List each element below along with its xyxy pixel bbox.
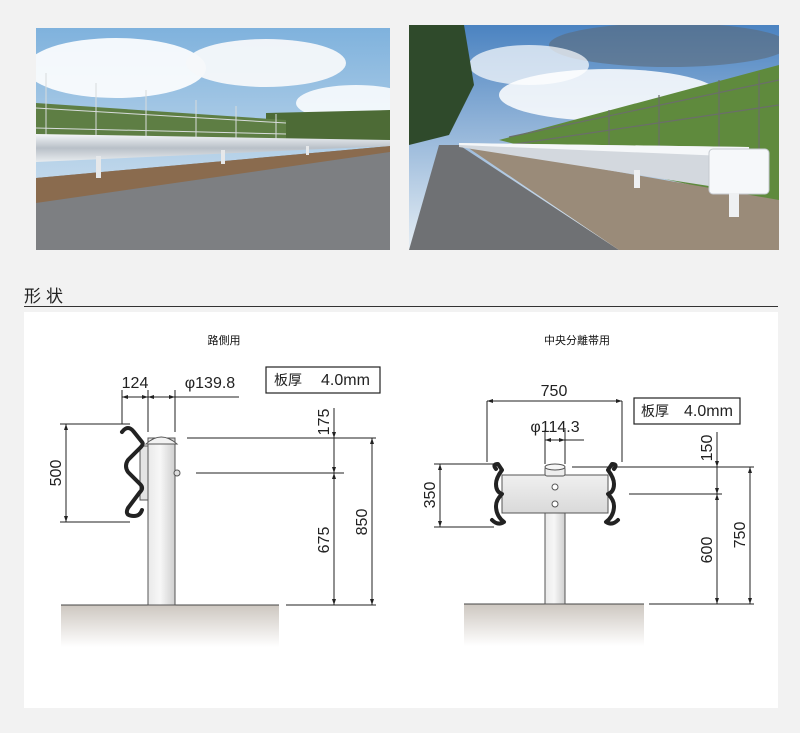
section-title: 形状 <box>24 287 68 307</box>
roadside-post-cap <box>144 436 179 445</box>
roadside-dim-total-height: 850 <box>354 509 371 536</box>
roadside-dim-post-diameter: φ139.8 <box>185 375 236 392</box>
roadside-dim-rail-height: 500 <box>48 460 65 487</box>
median-dim-post-diameter: φ114.3 <box>530 419 579 436</box>
median-thickness-value: 4.0mm <box>684 403 733 420</box>
median-dim-top-offset: 150 <box>699 435 716 462</box>
median-thickness-box <box>633 397 741 425</box>
median-diagram: 中央分離帯用 板厚 4.0mm <box>422 333 754 646</box>
roadside-diagram: 路側用 板厚 4.0mm <box>48 334 381 647</box>
roadside-dim-mount-height: 675 <box>316 527 333 554</box>
roadside-guardrail-photo <box>36 28 390 250</box>
roadside-dim-bracket-width: 124 <box>122 375 149 392</box>
median-w-beam-right <box>604 462 620 526</box>
roadside-ground <box>61 605 279 647</box>
roadside-thickness-box <box>265 366 381 394</box>
median-guardrail-photo <box>409 25 779 250</box>
roadside-post <box>147 437 176 606</box>
roadside-title: 路側用 <box>208 334 241 347</box>
median-post <box>544 511 566 605</box>
median-w-beam-left <box>490 462 506 526</box>
roadside-dim-top-offset: 175 <box>316 409 333 436</box>
median-title: 中央分離帯用 <box>544 333 610 347</box>
roadside-thickness-value: 4.0mm <box>321 372 370 389</box>
median-ground <box>464 604 644 646</box>
roadside-bolt <box>173 469 181 477</box>
roadside-w-beam <box>120 426 145 518</box>
median-dim-overall-width: 750 <box>541 383 568 400</box>
roadside-thickness-label: 板厚 <box>274 373 302 389</box>
median-dim-mount-height: 600 <box>699 537 716 564</box>
median-dim-rail-height: 350 <box>422 482 439 509</box>
diagram-panel: 路側用 板厚 4.0mm <box>24 312 778 708</box>
median-dim-total-height: 750 <box>732 522 749 549</box>
median-thickness-label: 板厚 <box>641 404 669 420</box>
section-header: 形状 <box>24 282 778 307</box>
